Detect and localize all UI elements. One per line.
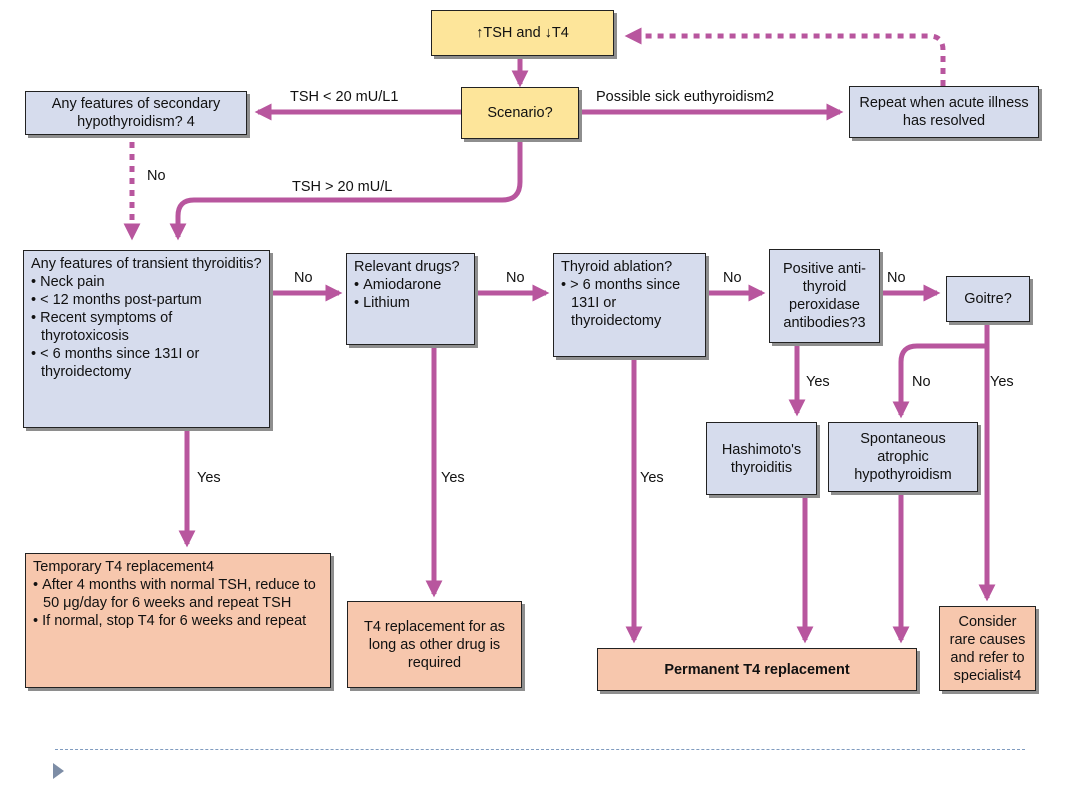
list-item: If normal, stop T4 for 6 weeks and repea… — [33, 612, 323, 630]
label-no-ablation: No — [723, 270, 742, 286]
transient-thyroiditis-node: Any features of transient thyroiditis? N… — [23, 250, 270, 428]
label-yes-goitre: Yes — [990, 374, 1014, 390]
label-no-antibodies: No — [887, 270, 906, 286]
goitre-node: Goitre? — [946, 276, 1030, 322]
drug-replacement-node: T4 replacement for as long as other drug… — [347, 601, 522, 688]
label-yes-antibodies: Yes — [806, 374, 830, 390]
transient-list: Neck pain < 12 months post-partum Recent… — [31, 273, 262, 381]
scenario-node: Scenario? — [461, 87, 579, 139]
drugs-list: Amiodarone Lithium — [354, 276, 467, 312]
list-item: Neck pain — [31, 273, 262, 291]
list-item: Lithium — [354, 294, 467, 312]
arrow-repeat-to-start — [624, 27, 946, 86]
list-item: After 4 months with normal TSH, reduce t… — [33, 576, 323, 612]
ablation-title: Thyroid ablation? — [561, 259, 673, 275]
label-no-transient: No — [294, 270, 313, 286]
transient-title: Any features of transient thyroiditis? — [31, 256, 262, 272]
list-item: > 6 months since 131I or thyroidectomy — [561, 276, 698, 330]
label-no-drugs: No — [506, 270, 525, 286]
list-item: < 6 months since 131I or thyroidectomy — [31, 345, 262, 381]
relevant-drugs-node: Relevant drugs? Amiodarone Lithium — [346, 253, 475, 345]
label-yes-transient: Yes — [197, 470, 221, 486]
start-node: ↑TSH and ↓T4 — [431, 10, 614, 56]
label-tsh-low: TSH < 20 mU/L1 — [290, 89, 399, 105]
repeat-node: Repeat when acute illness has resolved — [849, 86, 1039, 138]
label-yes-drugs: Yes — [441, 470, 465, 486]
label-sick-euthyroidism: Possible sick euthyroidism2 — [596, 89, 775, 105]
label-no-goitre: No — [912, 374, 931, 390]
secondary-hypothyroidism-node: Any features of secondary hypothyroidism… — [25, 91, 247, 135]
list-item: Recent symptoms of thyrotoxicosis — [31, 309, 262, 345]
antibodies-node: Positive anti-thyroid peroxidase antibod… — [769, 249, 880, 343]
ablation-list: > 6 months since 131I or thyroidectomy — [561, 276, 698, 330]
label-no-secondary: No — [147, 168, 166, 184]
drugs-title: Relevant drugs? — [354, 259, 460, 275]
slide-nav-arrow-icon[interactable] — [53, 763, 64, 779]
thyroid-ablation-node: Thyroid ablation? > 6 months since 131I … — [553, 253, 706, 357]
footer-divider — [55, 749, 1025, 750]
list-item: Amiodarone — [354, 276, 467, 294]
temporary-list: After 4 months with normal TSH, reduce t… — [33, 576, 323, 630]
arrow-scenario-to-transient — [169, 140, 523, 241]
temporary-title: Temporary T4 replacement4 — [33, 559, 215, 575]
temporary-replacement-node: Temporary T4 replacement4 After 4 months… — [25, 553, 331, 688]
atrophic-node: Spontaneous atrophic hypothyroidism — [828, 422, 978, 492]
rare-causes-node: Consider rare causes and refer to specia… — [939, 606, 1036, 691]
permanent-replacement-node: Permanent T4 replacement — [597, 648, 917, 691]
arrow-goitre-to-atrophic — [892, 322, 990, 419]
list-item: < 12 months post-partum — [31, 291, 262, 309]
label-yes-ablation: Yes — [640, 470, 664, 486]
hashimoto-node: Hashimoto's thyroiditis — [706, 422, 817, 495]
label-tsh-high: TSH > 20 mU/L — [292, 179, 393, 195]
